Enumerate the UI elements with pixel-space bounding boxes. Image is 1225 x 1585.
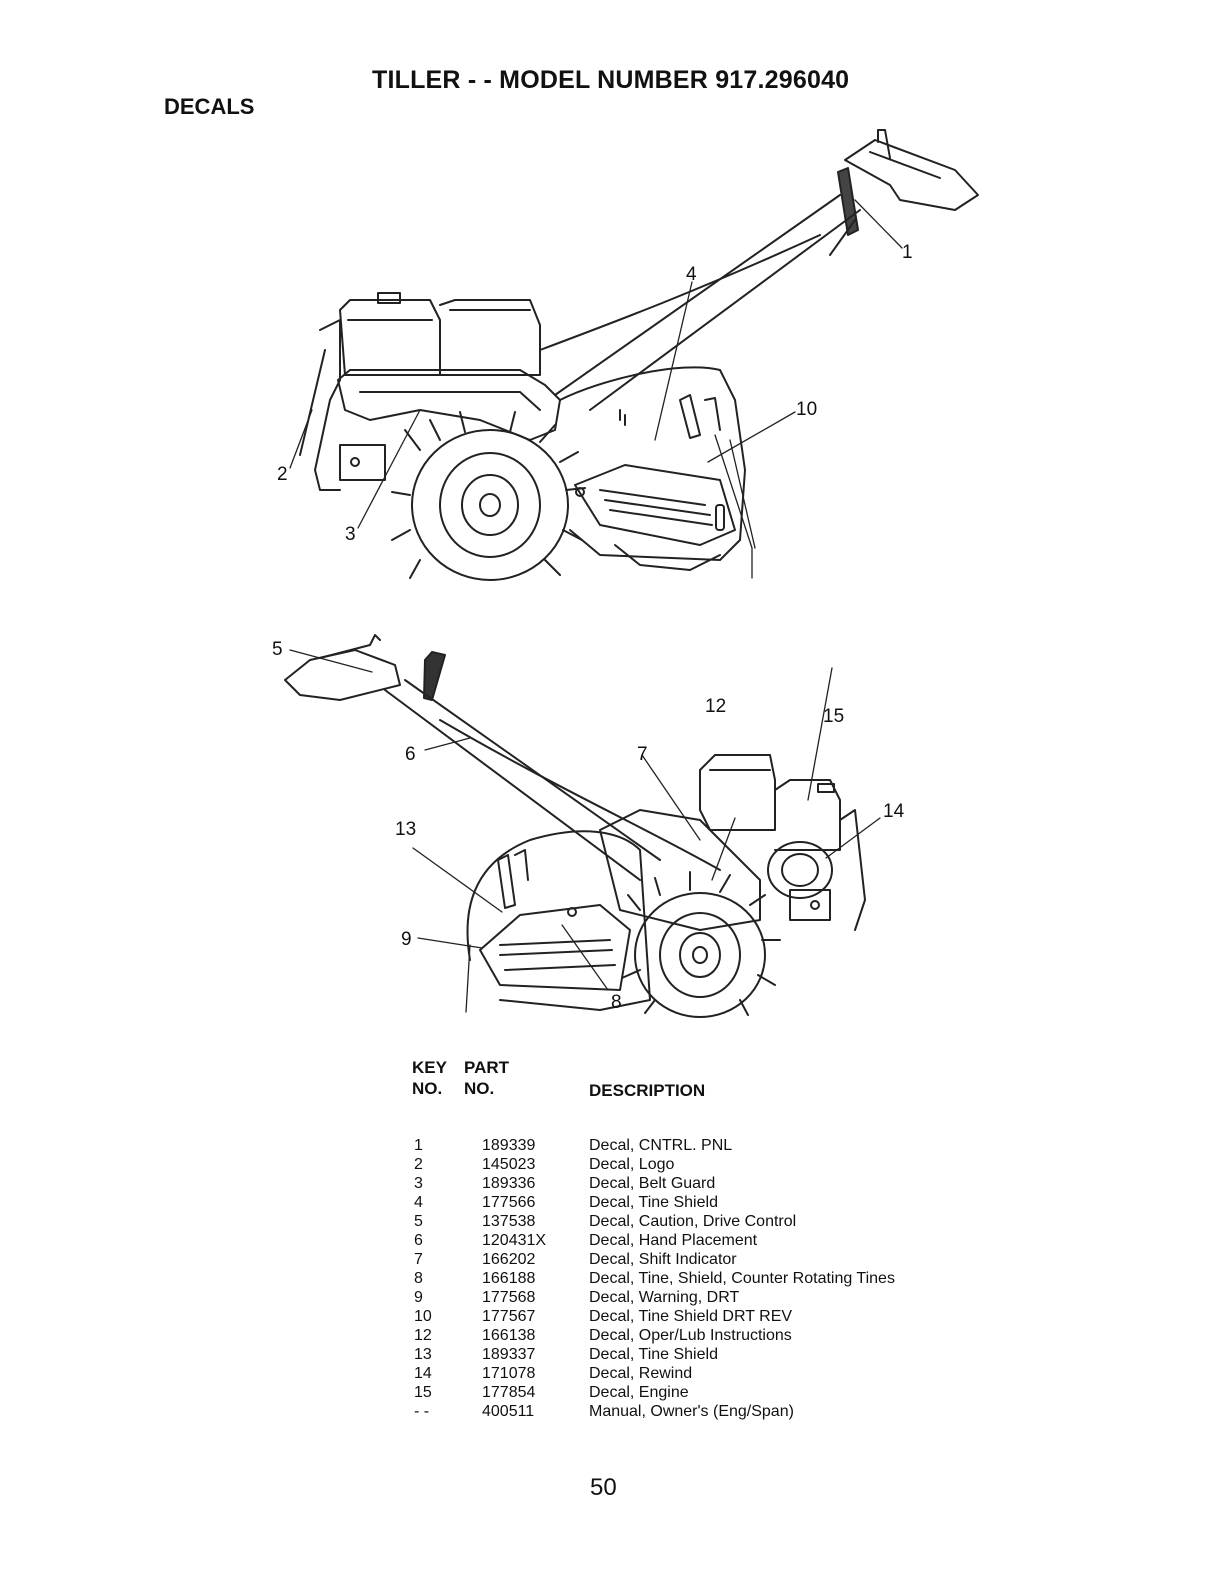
description: Decal, Tine, Shield, Counter Rotating Ti…	[589, 1270, 895, 1287]
callout-2: 2	[277, 464, 288, 485]
table-row: 12 166138 Decal, Oper/Lub Instructions	[412, 1326, 1052, 1345]
callout-13: 13	[395, 819, 416, 840]
table-row: 6 120431X Decal, Hand Placement	[412, 1231, 1052, 1250]
tiller-decal-diagram: 1 2 3 4 10 5 6 7 8 9 12 13 14 15	[272, 129, 979, 1018]
key-no: 14	[414, 1365, 432, 1382]
description: Decal, Rewind	[589, 1365, 693, 1382]
header-key-line1: KEY	[412, 1058, 447, 1077]
description: Decal, Tine Shield	[589, 1194, 718, 1211]
part-no: 166188	[482, 1270, 536, 1287]
part-no: 177568	[482, 1289, 536, 1306]
key-no: 15	[414, 1384, 432, 1401]
table-row: 13 189337 Decal, Tine Shield	[412, 1345, 1052, 1364]
table-row: 15 177854 Decal, Engine	[412, 1383, 1052, 1402]
callout-9: 9	[401, 929, 412, 950]
description: Decal, Logo	[589, 1156, 675, 1173]
header-key-line2: NO.	[412, 1079, 443, 1098]
key-no: 8	[414, 1270, 423, 1287]
table-row: 10 177567 Decal, Tine Shield DRT REV	[412, 1307, 1052, 1326]
top-callout-labels: 1 2 3 4 10	[277, 242, 913, 545]
callout-6: 6	[405, 744, 416, 765]
callout-8: 8	[611, 992, 622, 1013]
part-no: 189339	[482, 1137, 536, 1154]
callout-1: 1	[902, 242, 913, 263]
table-row: 9 177568 Decal, Warning, DRT	[412, 1288, 1052, 1307]
part-no: 177854	[482, 1384, 536, 1401]
table-row: 8 166188 Decal, Tine, Shield, Counter Rota…	[412, 1269, 1052, 1288]
key-no: 4	[414, 1194, 423, 1211]
callout-3: 3	[345, 524, 356, 545]
key-no: - -	[414, 1403, 430, 1420]
callout-7: 7	[637, 744, 648, 765]
page-title: TILLER - - MODEL NUMBER 917.296040	[372, 66, 850, 94]
bottom-tiller-illustration	[284, 634, 866, 1018]
key-no: 5	[414, 1213, 423, 1230]
page-number: 50	[590, 1474, 617, 1501]
header-description: DESCRIPTION	[589, 1081, 706, 1100]
key-no: 10	[414, 1308, 432, 1325]
part-no: 145023	[482, 1156, 536, 1173]
key-no: 2	[414, 1156, 423, 1173]
description: Decal, Shift Indicator	[589, 1251, 737, 1268]
description: Decal, CNTRL. PNL	[589, 1137, 733, 1154]
table-row: 2 145023 Decal, Logo	[412, 1155, 1052, 1174]
part-no: 166138	[482, 1327, 536, 1344]
part-no: 171078	[482, 1365, 536, 1382]
table-row: - - 400511 Manual, Owner's (Eng/Span)	[412, 1402, 1052, 1421]
bottom-callout-labels: 5 6 7 8 9 12 13 14 15	[272, 639, 905, 1013]
section-heading: DECALS	[164, 94, 255, 119]
part-no: 137538	[482, 1213, 536, 1230]
parts-table-rows: 1 189339 Decal, CNTRL. PNL 2 145023 Decal, L…	[412, 1136, 1052, 1421]
header-part-line2: NO.	[464, 1079, 495, 1098]
table-row: 14 171078 Decal, Rewind	[412, 1364, 1052, 1383]
description: Decal, Caution, Drive Control	[589, 1213, 797, 1230]
part-no: 166202	[482, 1251, 536, 1268]
part-no: 120431X	[482, 1232, 547, 1249]
key-no: 7	[414, 1251, 423, 1268]
description: Decal, Belt Guard	[589, 1175, 716, 1192]
key-no: 1	[414, 1137, 423, 1154]
header-part-line1: PART	[464, 1058, 510, 1077]
key-no: 6	[414, 1232, 423, 1249]
part-no: 177566	[482, 1194, 536, 1211]
description: Decal, Engine	[589, 1384, 689, 1401]
callout-5: 5	[272, 639, 283, 660]
bottom-callout-leaders	[289, 649, 881, 1013]
part-no: 189336	[482, 1175, 536, 1192]
key-no: 13	[414, 1346, 432, 1363]
table-row: 3 189336 Decal, Belt Guard	[412, 1174, 1052, 1193]
description: Manual, Owner's (Eng/Span)	[589, 1403, 794, 1420]
callout-10: 10	[796, 399, 817, 420]
callout-15: 15	[823, 706, 844, 727]
description: Decal, Tine Shield DRT REV	[589, 1308, 793, 1325]
callout-4: 4	[686, 264, 697, 285]
part-no: 189337	[482, 1346, 536, 1363]
top-callout-leaders	[289, 199, 903, 579]
key-no: 12	[414, 1327, 432, 1344]
table-row: 1 189339 Decal, CNTRL. PNL	[412, 1136, 1052, 1155]
part-no: 400511	[482, 1403, 535, 1420]
callout-12: 12	[705, 696, 726, 717]
description: Decal, Hand Placement	[589, 1232, 758, 1249]
top-tiller-illustration	[299, 129, 979, 581]
description: Decal, Warning, DRT	[589, 1289, 740, 1306]
key-no: 9	[414, 1289, 423, 1306]
table-row: 7 166202 Decal, Shift Indicator	[412, 1250, 1052, 1269]
table-row: 5 137538 Decal, Caution, Drive Control	[412, 1212, 1052, 1231]
description: Decal, Oper/Lub Instructions	[589, 1327, 792, 1344]
table-row: 4 177566 Decal, Tine Shield	[412, 1193, 1052, 1212]
key-no: 3	[414, 1175, 423, 1192]
callout-14: 14	[883, 801, 905, 822]
description: Decal, Tine Shield	[589, 1346, 718, 1363]
part-no: 177567	[482, 1308, 536, 1325]
